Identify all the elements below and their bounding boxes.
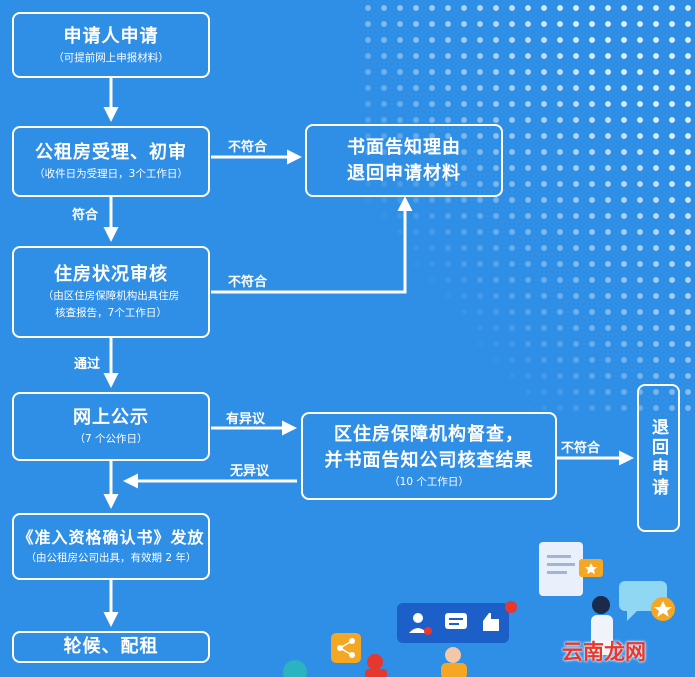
- node-supervise-line-1: 区住房保障机构督查，: [334, 423, 524, 445]
- edge-label-has-objection: 有异议: [226, 412, 266, 427]
- edge-label-not-meet-2: 不符合: [228, 275, 268, 290]
- node-apply-note: （可提前网上申报材料）: [53, 51, 169, 64]
- node-housing-note-1: （由区住房保障机构出具住房: [42, 290, 180, 302]
- node-apply-title: 申请人申请: [63, 25, 159, 47]
- node-certificate-title: 《准入资格确认书》发放: [17, 528, 205, 547]
- node-reject: 书面告知理由 退回申请材料: [305, 124, 503, 197]
- node-certificate-note: （由公租房公司出具，有效期 2 年）: [25, 552, 197, 564]
- node-public: 网上公示 （7 个公作日）: [12, 392, 210, 461]
- node-rotation: 轮候、配租: [12, 631, 210, 663]
- node-accept: 公租房受理、初审 （收件日为受理日，3个工作日）: [12, 126, 210, 197]
- node-public-note: （7 个公作日）: [74, 433, 148, 445]
- dot-pattern-decoration: [360, 0, 695, 420]
- node-apply: 申请人申请 （可提前网上申报材料）: [12, 12, 210, 78]
- edge-label-meet: 符合: [72, 208, 99, 223]
- arrow-housing-to-reject: [211, 196, 413, 294]
- edge-label-not-meet-1: 不符合: [228, 140, 268, 155]
- node-supervise: 区住房保障机构督查， 并书面告知公司核查结果 （10 个工作日）: [301, 412, 557, 500]
- node-housing-note-2: 核查报告，7个工作日）: [55, 307, 167, 319]
- node-reject-line-1: 书面告知理由: [347, 136, 461, 158]
- node-supervise-note: （10 个工作日）: [389, 475, 469, 488]
- social-panel-icon: [397, 601, 517, 643]
- edge-label-no-objection: 无异议: [230, 464, 270, 479]
- share-icon: [331, 633, 361, 663]
- chat-badge-icon: [619, 581, 675, 621]
- node-certificate: 《准入资格确认书》发放 （由公租房公司出具，有效期 2 年）: [12, 513, 210, 580]
- node-reject-line-2: 退回申请材料: [347, 162, 461, 184]
- edge-label-not-meet-3: 不符合: [561, 441, 601, 456]
- edge-label-passed: 通过: [74, 357, 101, 372]
- node-accept-title: 公租房受理、初审: [35, 142, 187, 163]
- node-accept-note: （收件日为受理日，3个工作日）: [34, 168, 188, 180]
- node-rotation-title: 轮候、配租: [63, 636, 159, 657]
- people-illustration: [283, 596, 613, 677]
- document-icon: [539, 542, 603, 596]
- node-supervise-line-2: 并书面告知公司核查结果: [324, 449, 534, 471]
- node-housing-title: 住房状况审核: [54, 264, 168, 285]
- node-housing: 住房状况审核 （由区住房保障机构出具住房 核查报告，7个工作日）: [12, 246, 210, 338]
- node-return: 退回申请: [637, 384, 680, 532]
- node-return-title: 退回申请: [648, 418, 668, 498]
- watermark-logo: 云南龙网: [562, 640, 646, 664]
- node-public-title: 网上公示: [73, 407, 149, 428]
- decorative-illustration: [283, 542, 675, 677]
